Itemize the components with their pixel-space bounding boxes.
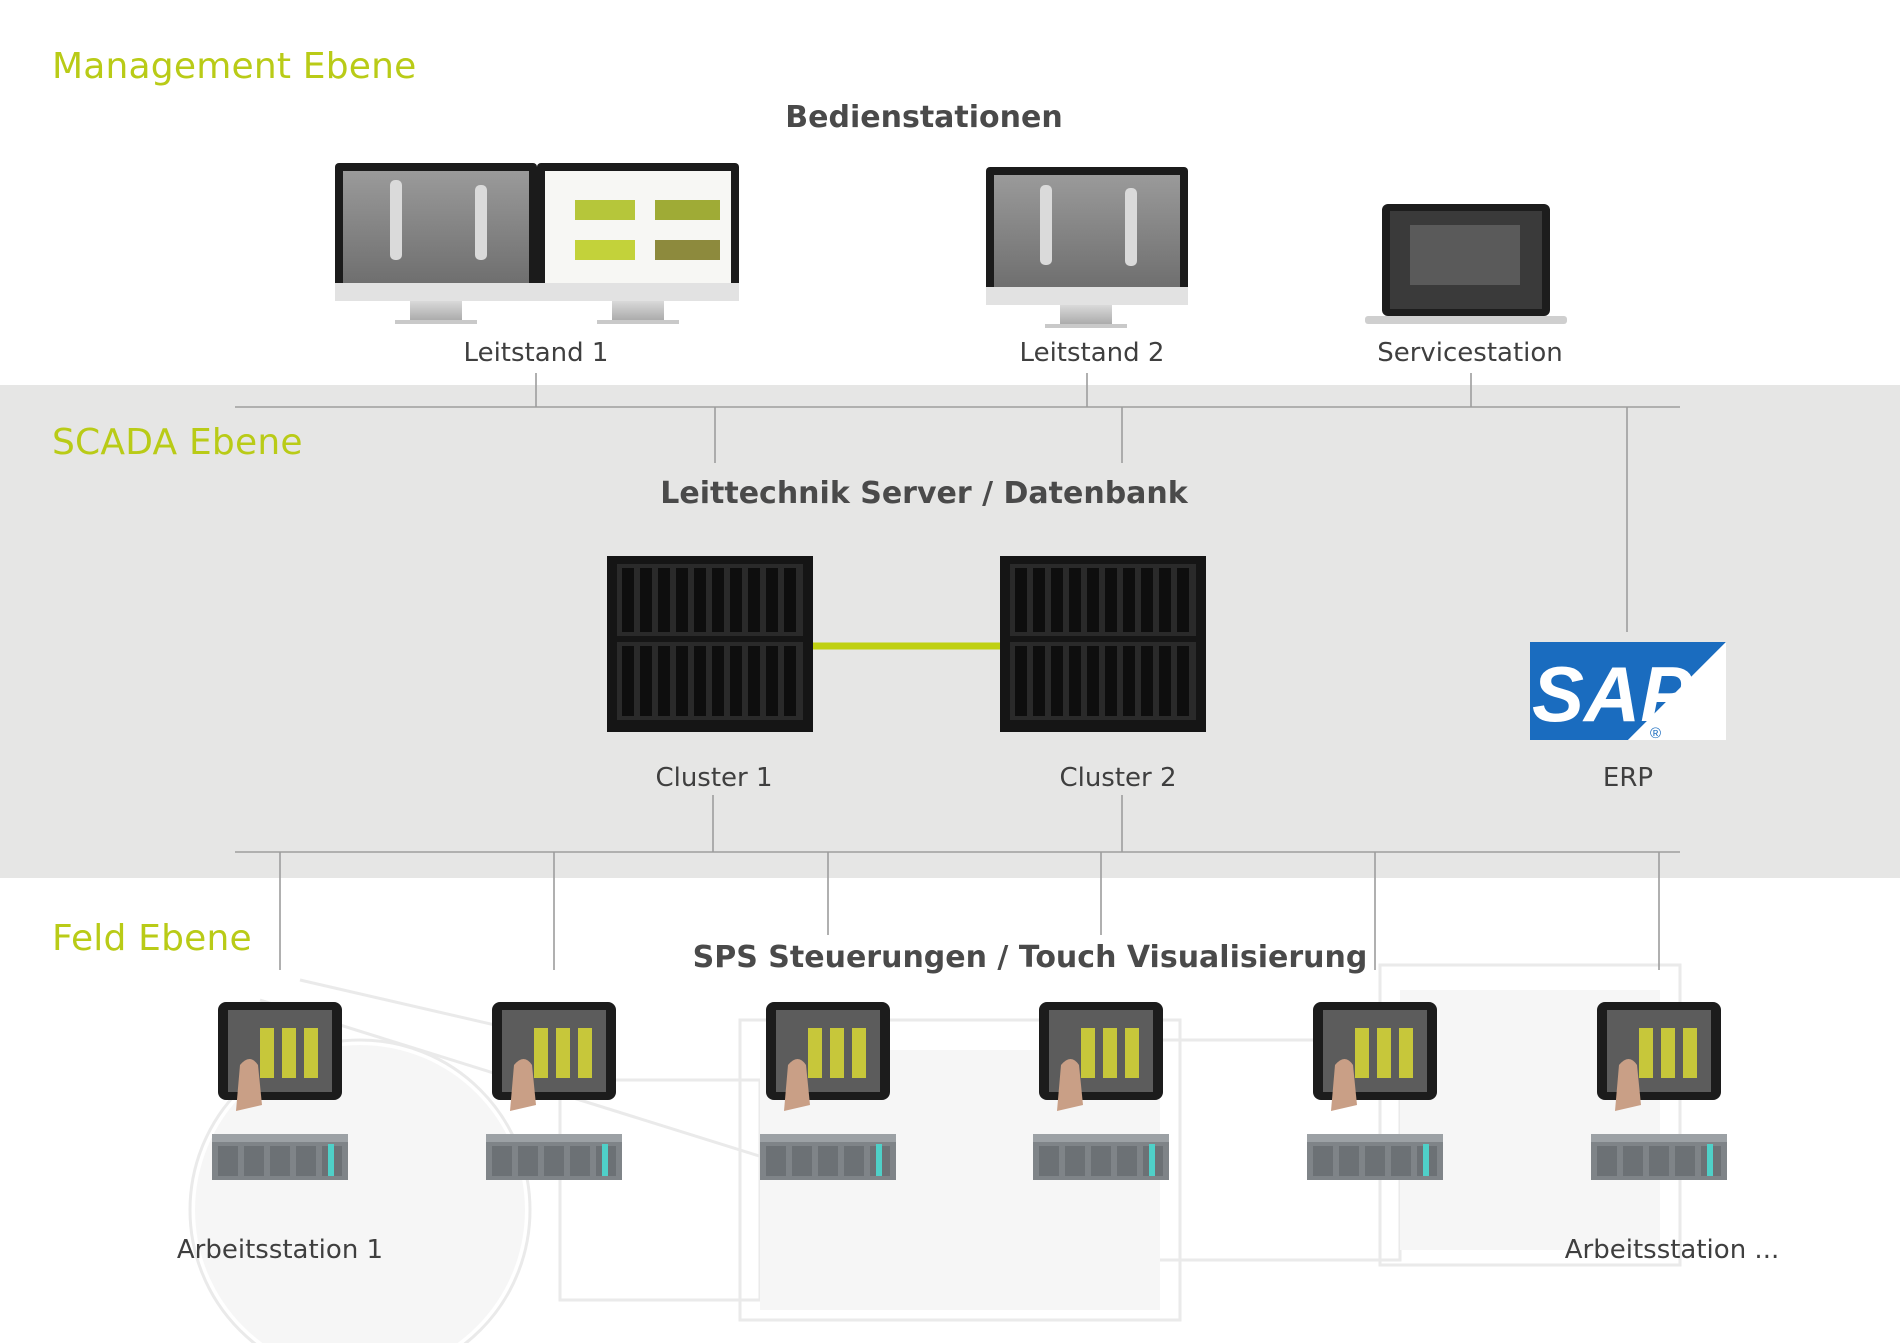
plc-controller-icon [1033, 1134, 1169, 1180]
workstation-3 [760, 1002, 896, 1180]
cluster-2-label: Cluster 2 [1059, 763, 1177, 793]
field-level-label: Feld Ebene [52, 918, 252, 959]
scada-level-label: SCADA Ebene [52, 422, 303, 463]
plc-heading: SPS Steuerungen / Touch Visualisierung [692, 940, 1368, 975]
leitstand-1-label: Leitstand 1 [463, 338, 609, 368]
workstation-first-label: Arbeitsstation 1 [176, 1235, 384, 1265]
plc-controller-icon [486, 1134, 622, 1180]
plc-controller-icon [1591, 1134, 1727, 1180]
touch-panel-icon [218, 1002, 342, 1111]
leitstand-2-label: Leitstand 2 [1019, 338, 1165, 368]
workstation-4 [1033, 1002, 1169, 1180]
workstation-5 [1307, 1002, 1443, 1180]
cluster-1-label: Cluster 1 [655, 763, 773, 793]
blade-server-icon [607, 556, 813, 732]
laptop-icon [1365, 204, 1567, 324]
touch-panel-icon [1039, 1002, 1163, 1111]
sap-logo-mark: ® [1650, 725, 1661, 742]
scada-band [0, 385, 1900, 878]
operator-stations-heading: Bedienstationen [785, 100, 1063, 135]
workstation-last-label: Arbeitsstation ... [1564, 1235, 1780, 1265]
plc-controller-icon [760, 1134, 896, 1180]
workstation-6 [1591, 1002, 1727, 1180]
touch-panel-icon [1597, 1002, 1721, 1111]
dual-monitor-icon [335, 163, 739, 324]
plc-controller-icon [212, 1134, 348, 1180]
erp-label: ERP [1602, 763, 1654, 793]
servers-heading: Leittechnik Server / Datenbank [660, 476, 1188, 511]
blade-server-icon [1000, 556, 1206, 732]
workstation-2 [486, 1002, 622, 1180]
management-level-label: Management Ebene [52, 46, 417, 87]
touch-panel-icon [766, 1002, 890, 1111]
monitor-icon [986, 167, 1188, 328]
touch-panel-icon [492, 1002, 616, 1111]
touch-panel-icon [1313, 1002, 1437, 1111]
servicestation-label: Servicestation [1377, 338, 1563, 368]
plc-controller-icon [1307, 1134, 1443, 1180]
workstation-1 [212, 1002, 348, 1180]
sap-logo-text: SAP [1532, 650, 1693, 738]
